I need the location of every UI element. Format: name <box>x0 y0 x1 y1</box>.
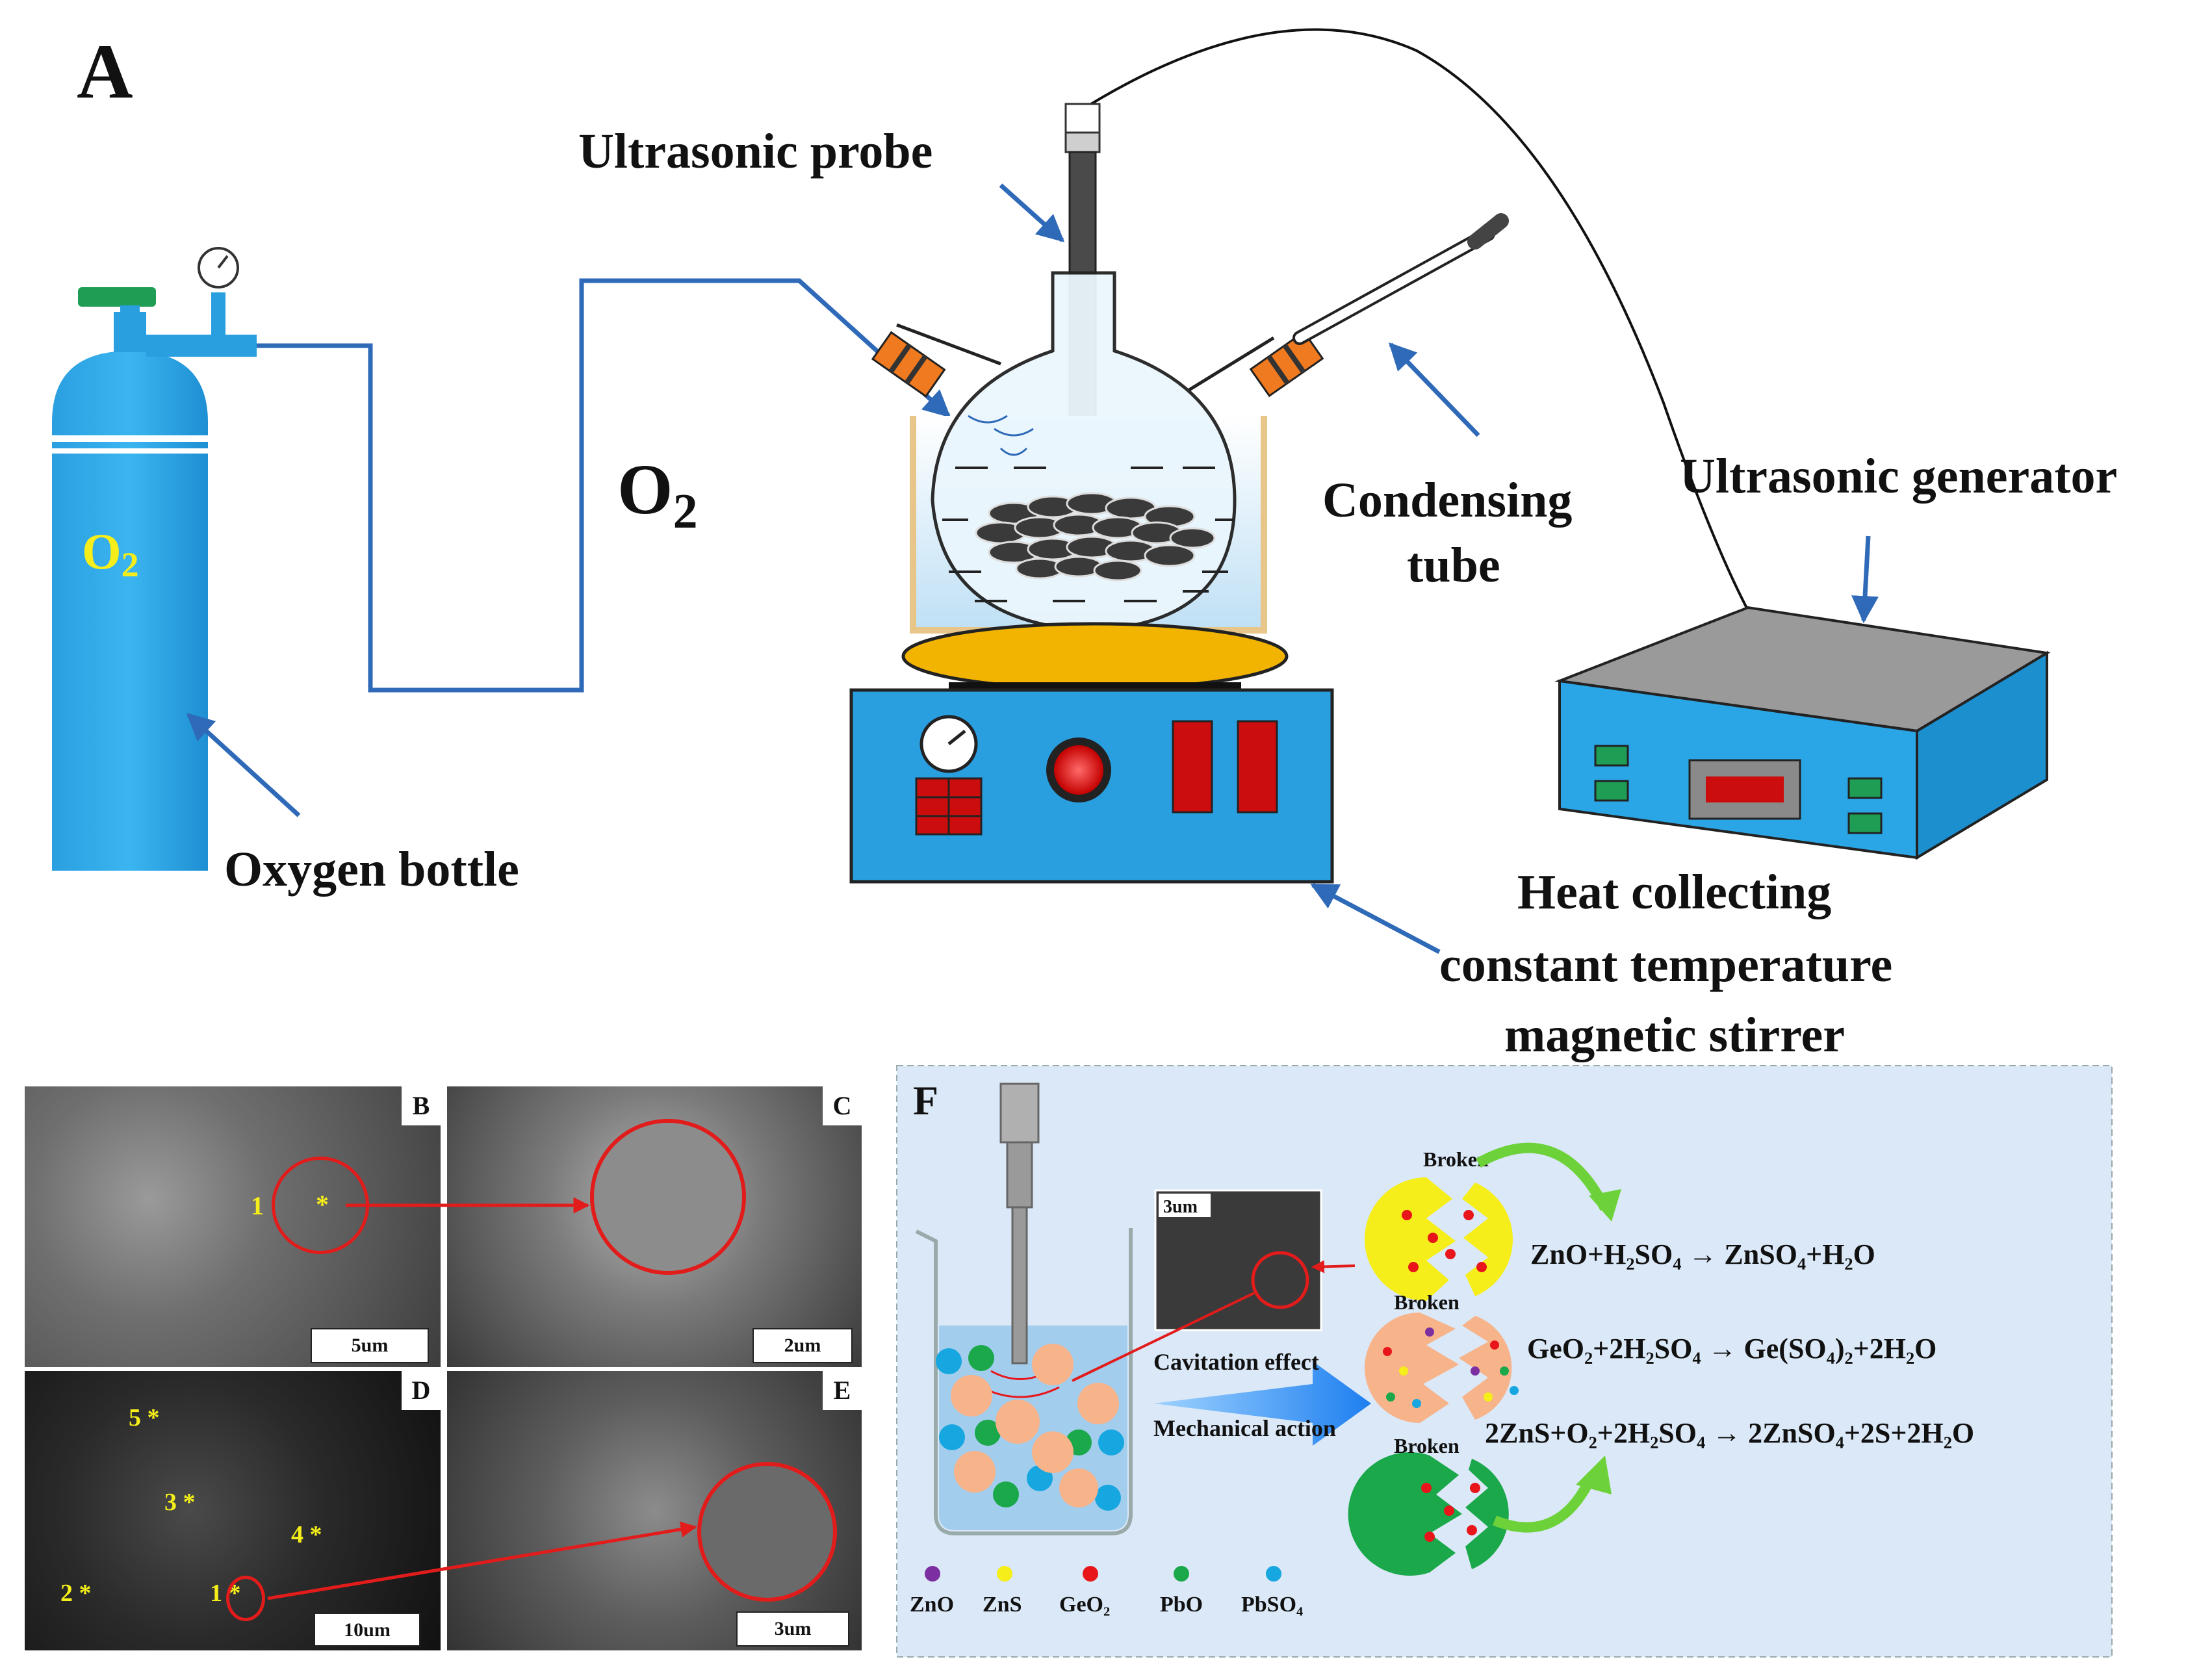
label-ultrasonic-generator: Ultrasonic generator <box>1680 449 2117 504</box>
broken-zns <box>1365 1177 1513 1301</box>
sem-panel-e: E 3um <box>447 1371 862 1650</box>
legend-zns: ZnS <box>983 1593 1022 1617</box>
panel-f-letter: F <box>913 1077 938 1123</box>
sem-d-marker-5: 5 * <box>129 1404 160 1431</box>
equation-zno: ZnO+H₂SO₄ → ZnSO₄+H₂O <box>1530 1238 1875 1270</box>
magnetic-stirrer <box>849 622 1334 884</box>
svg-text:O2: O2 <box>82 523 139 584</box>
ultrasonic-generator <box>1554 606 2051 860</box>
probe-cable <box>1071 28 1756 623</box>
f-inset-scale: 3um <box>1163 1197 1198 1217</box>
green-arrow-1 <box>1476 1142 1610 1211</box>
broken-label-2: Broken <box>1394 1290 1460 1314</box>
reaction-flask <box>871 213 1509 634</box>
broken-pbo <box>1348 1452 1509 1576</box>
legend-dot-pbso4 <box>1266 1566 1281 1582</box>
sem-b-scalebar: 5um <box>311 1328 429 1363</box>
sem-c-scalebar: 2um <box>752 1328 853 1363</box>
sem-panel-c: C 2um <box>447 1086 862 1367</box>
label-oxygen-bottle: Oxygen bottle <box>224 842 519 897</box>
sem-panel-d: D 5 * 3 * 4 * 2 * 1 * 10um <box>25 1371 441 1650</box>
sem-d-marker-3: 3 * <box>164 1489 196 1516</box>
sem-panel-b: B 1 * 5um <box>25 1086 441 1367</box>
equation-geo2: GeO₂+2H₂SO₄ → Ge(SO₄)₂+2H₂O <box>1527 1333 1936 1365</box>
green-arrow-2 <box>1493 1472 1597 1533</box>
svg-text:O2: O2 <box>617 450 698 539</box>
broken-geo2 <box>1365 1313 1519 1423</box>
legend-dot-zno <box>925 1566 940 1582</box>
sem-d-marker-4: 4 * <box>291 1521 322 1548</box>
sem-e-scalebar: 3um <box>736 1611 849 1647</box>
legend-pbo: PbO <box>1160 1593 1203 1617</box>
sem-b-letter: B <box>402 1086 441 1125</box>
oxygen-bottle: O2 <box>52 247 257 871</box>
label-ultrasonic-probe: Ultrasonic probe <box>578 124 932 179</box>
beaker <box>915 1083 1133 1535</box>
legend-geo2: GeO₂ <box>1059 1593 1110 1617</box>
process-arrow <box>1153 1361 1371 1446</box>
sem-c-letter: C <box>823 1086 862 1125</box>
mechanical-action-label: Mechanical action <box>1153 1415 1336 1441</box>
broken-label-3: Broken <box>1394 1434 1460 1457</box>
sem-d-letter: D <box>402 1371 441 1410</box>
sem-e-letter: E <box>823 1371 862 1410</box>
gas-line <box>257 278 951 693</box>
sem-d-scalebar: 10um <box>314 1613 420 1647</box>
equation-zns: 2ZnS+O₂+2H₂SO₄ → 2ZnSO₄+2S+2H₂O <box>1485 1417 1974 1449</box>
legend: ZnO ZnS GeO₂ PbO PbSO₄ <box>910 1566 1303 1617</box>
legend-pbso4: PbSO₄ <box>1241 1593 1303 1617</box>
cavitation-effect-label: Cavitation effect <box>1153 1349 1319 1375</box>
sem-b-marker: 1 <box>251 1191 264 1220</box>
legend-dot-geo2 <box>1083 1566 1098 1582</box>
legend-zno: ZnO <box>910 1593 954 1617</box>
legend-dot-pbo <box>1174 1566 1189 1582</box>
legend-dot-zns <box>997 1566 1012 1582</box>
panel-a-letter: A <box>77 28 133 114</box>
sem-d-marker-2: 2 * <box>60 1580 92 1607</box>
